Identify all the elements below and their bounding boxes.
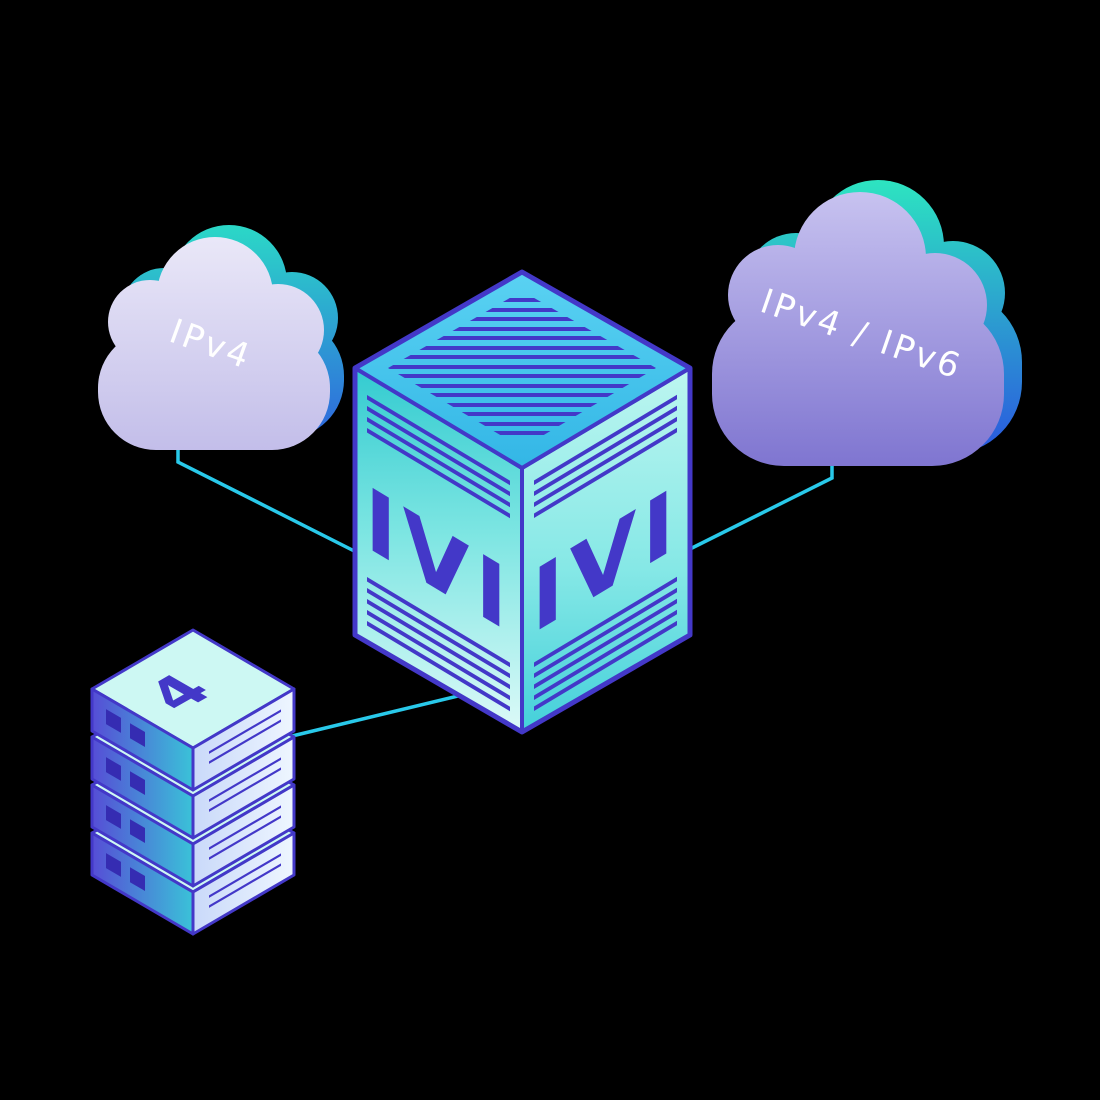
dual-stack-cloud-body xyxy=(712,192,1004,466)
ivi-translator-cube: IVI IVI xyxy=(352,269,693,735)
cube-right-stripes xyxy=(534,394,677,712)
ipv4-cloud-body xyxy=(98,237,330,450)
cube-outline xyxy=(352,269,693,735)
server-stack: 4 xyxy=(90,628,296,936)
dual-stack-cloud: IPv4 / IPv6 xyxy=(712,180,1022,466)
cube-left-stripes xyxy=(367,394,510,712)
ipv4-cloud: IPv4 xyxy=(98,225,344,450)
